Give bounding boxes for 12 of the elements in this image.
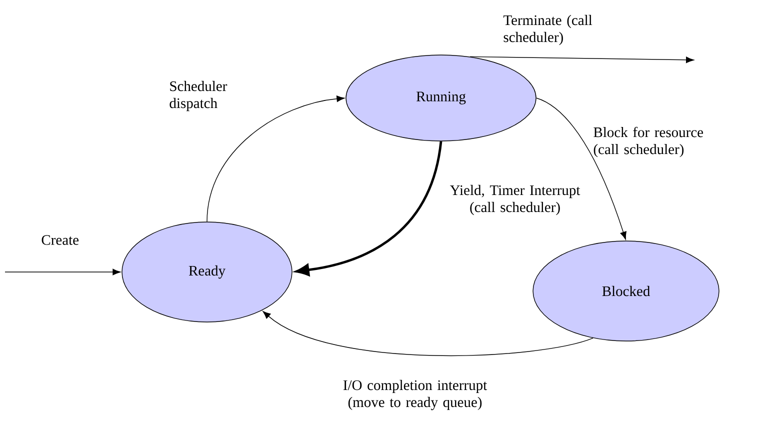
arrow [4, 268, 121, 276]
arrow [470, 56, 694, 64]
edge-label: Terminate (call scheduler) [503, 14, 592, 46]
edge-label: Yield, Timer Interrupt (call scheduler) [450, 184, 580, 216]
edge-label: Block for resource (call scheduler) [594, 126, 704, 158]
edge-label: I/O completion interrupt (move to ready queue) [343, 380, 488, 410]
arrow [296, 141, 442, 276]
arrow [536, 98, 626, 240]
arrow [206, 96, 345, 222]
edge-label: Scheduler dispatch [170, 80, 228, 112]
edge-label: Create [42, 235, 79, 245]
arrow [262, 311, 594, 356]
